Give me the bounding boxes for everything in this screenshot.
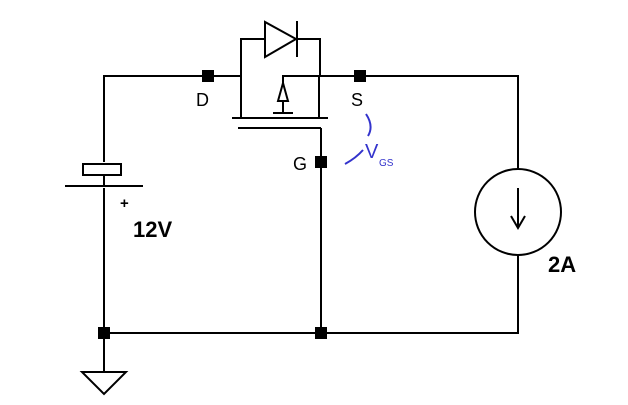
battery-plate-long	[82, 163, 122, 176]
vgs-curve-bottom	[344, 149, 364, 165]
vgs-label-sub: GS	[379, 158, 394, 169]
ground-symbol	[79, 371, 129, 396]
source-label: S	[351, 90, 363, 110]
vgs-annotation	[344, 113, 372, 165]
current-source-arrow-head	[510, 215, 526, 230]
current-source-label: 2A	[548, 252, 576, 277]
battery-symbol	[65, 163, 143, 187]
diode-symbol	[240, 20, 321, 76]
mosfet-body-lead	[282, 75, 319, 113]
wire-drain-to-battery	[103, 75, 208, 162]
mosfet-symbol	[208, 75, 360, 129]
diode-triangle	[264, 20, 299, 59]
battery-voltage-label: 12V	[133, 217, 172, 242]
wire-source-to-current-source	[360, 75, 519, 168]
mosfet-body-arrow	[276, 79, 290, 102]
mosfet-drain-lead	[208, 75, 242, 118]
node-ground-left	[98, 327, 110, 339]
node-drain	[202, 70, 214, 82]
gate-label: G	[293, 154, 307, 174]
vgs-curve-top	[365, 113, 372, 137]
drain-label: D	[196, 90, 209, 110]
node-gate	[315, 156, 327, 168]
ground-triangle	[79, 371, 129, 396]
nodes	[98, 70, 366, 339]
node-ground-gate	[315, 327, 327, 339]
node-source	[354, 70, 366, 82]
current-source-symbol	[474, 168, 562, 256]
vgs-label-main: V	[365, 141, 379, 163]
wire-bottom-rail	[104, 255, 519, 334]
battery-plus-label: +	[120, 195, 129, 212]
